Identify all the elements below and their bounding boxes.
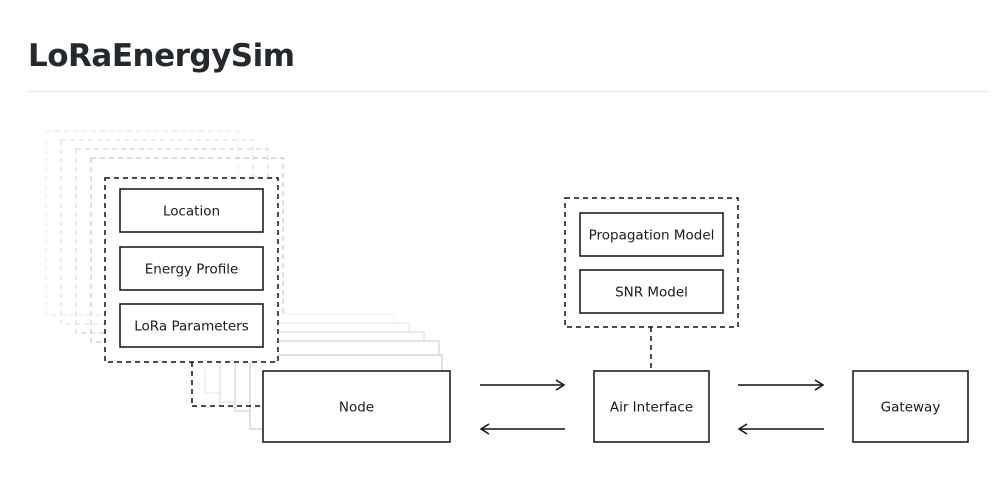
air-gateway-arrows (737, 379, 825, 435)
gateway-box: Gateway (852, 370, 969, 443)
snr-model-label: SNR Model (615, 285, 688, 301)
gateway-arrowhead-left (737, 423, 748, 435)
page-title: LoRaEnergySim (28, 38, 295, 74)
gateway-arrowhead-right (814, 379, 825, 391)
node-label: Node (339, 400, 374, 416)
air-interface-box: Air Interface (593, 370, 710, 443)
downlink-arrowhead (479, 423, 490, 435)
snr-model-box: SNR Model (579, 269, 724, 314)
node-group-connector (191, 362, 263, 407)
uplink-arrowhead (555, 379, 566, 391)
propagation-model-label: Propagation Model (589, 228, 715, 244)
node-air-arrows (479, 379, 566, 435)
propagation-model-box: Propagation Model (579, 212, 724, 257)
energy-profile-box: Energy Profile (119, 246, 264, 291)
energy-profile-label: Energy Profile (145, 262, 239, 278)
node-box: Node (262, 370, 451, 443)
lora-parameters-box: LoRa Parameters (119, 303, 264, 348)
title-divider (28, 91, 988, 92)
lora-parameters-label: LoRa Parameters (134, 319, 248, 335)
location-box: Location (119, 188, 264, 233)
gateway-label: Gateway (881, 400, 941, 416)
location-label: Location (163, 204, 220, 220)
air-interface-label: Air Interface (610, 400, 693, 416)
